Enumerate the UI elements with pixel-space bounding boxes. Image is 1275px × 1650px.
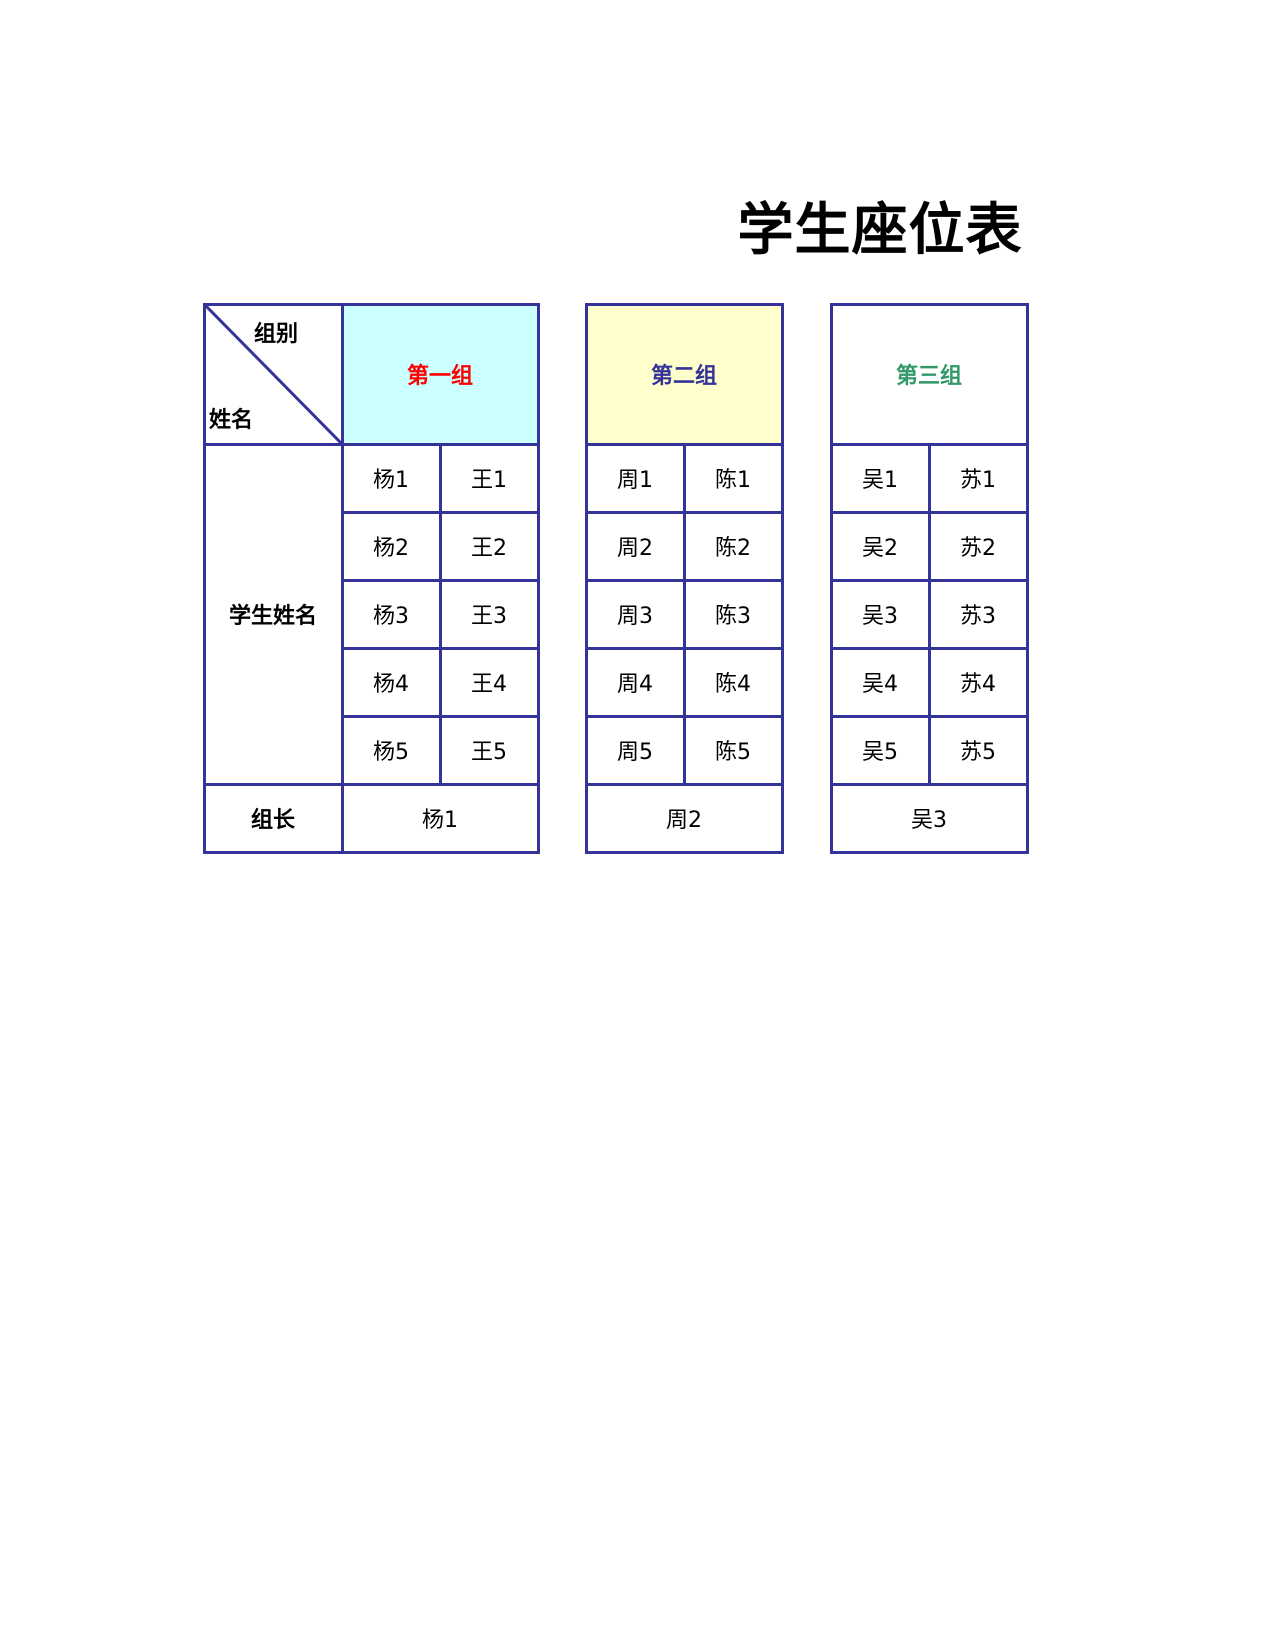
seat-cell: 吴5 [862, 740, 898, 765]
grid-line [203, 303, 540, 306]
leader-row-header: 组长 [250, 808, 295, 833]
seat-cell: 周2 [617, 536, 653, 561]
corner-diagonal-line [204, 304, 344, 444]
seat-cell: 陈5 [715, 740, 751, 765]
seat-cell: 杨5 [373, 740, 409, 765]
seat-cell: 苏1 [960, 468, 996, 493]
corner-group-label: 组别 [254, 322, 299, 347]
grid-line [928, 443, 931, 786]
group-header-2: 第二组 [586, 304, 782, 444]
grid-line [1026, 303, 1029, 854]
grid-line [203, 783, 540, 786]
grid-line [203, 851, 540, 854]
seat-cell: 周3 [617, 604, 653, 629]
seat-cell: 周1 [617, 468, 653, 493]
seat-cell: 苏5 [960, 740, 996, 765]
seat-cell: 苏4 [960, 672, 996, 697]
group-leader-1: 杨1 [422, 808, 458, 833]
seat-cell: 杨4 [373, 672, 409, 697]
seat-cell: 吴4 [862, 672, 898, 697]
seat-cell: 王4 [471, 672, 507, 697]
seat-cell: 吴3 [862, 604, 898, 629]
grid-line [585, 303, 588, 854]
grid-line [203, 443, 540, 446]
grid-line [203, 303, 206, 854]
seat-cell: 杨2 [373, 536, 409, 561]
grid-line [830, 851, 1029, 854]
grid-line [341, 303, 344, 854]
grid-line [781, 303, 784, 854]
group-header-1: 第一组 [342, 304, 538, 444]
page-title: 学生座位表 [737, 198, 1023, 263]
seat-cell: 周4 [617, 672, 653, 697]
grid-line [585, 303, 784, 306]
corner-name-label: 姓名 [209, 408, 254, 433]
seat-cell: 苏2 [960, 536, 996, 561]
group-leader-2: 周2 [666, 808, 702, 833]
seat-cell: 陈2 [715, 536, 751, 561]
seat-cell: 陈1 [715, 468, 751, 493]
grid-line [830, 303, 833, 854]
grid-line [683, 443, 686, 786]
seat-cell: 杨3 [373, 604, 409, 629]
seat-cell: 王1 [471, 468, 507, 493]
seat-cell: 吴2 [862, 536, 898, 561]
seat-cell: 陈4 [715, 672, 751, 697]
seat-cell: 王2 [471, 536, 507, 561]
seat-cell: 吴1 [862, 468, 898, 493]
seat-cell: 杨1 [373, 468, 409, 493]
group-header-3: 第三组 [831, 304, 1027, 444]
student-names-row-header: 学生姓名 [228, 604, 317, 629]
grid-line [537, 303, 540, 854]
grid-line [439, 443, 442, 786]
seat-cell: 周5 [617, 740, 653, 765]
grid-line [585, 851, 784, 854]
grid-line [830, 303, 1029, 306]
group-leader-3: 吴3 [911, 808, 947, 833]
seat-cell: 苏3 [960, 604, 996, 629]
seat-cell: 陈3 [715, 604, 751, 629]
seat-cell: 王5 [471, 740, 507, 765]
seat-cell: 王3 [471, 604, 507, 629]
